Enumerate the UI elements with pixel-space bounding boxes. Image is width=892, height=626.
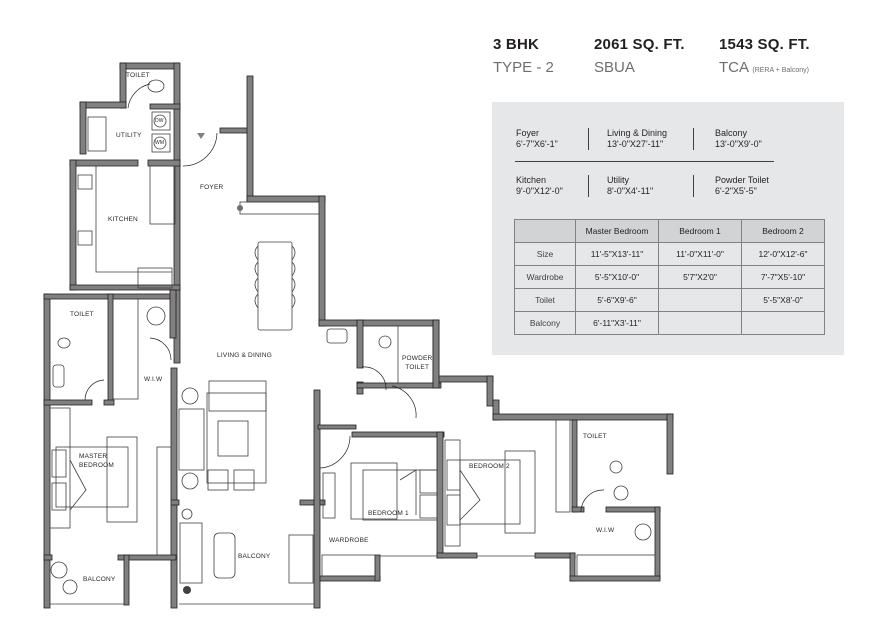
spec-size: 9'-0"X12'-0" <box>516 186 563 196</box>
col-bedroom1: Bedroom 1 <box>658 219 742 243</box>
table-row: Wardrobe 5'-5"X10'-0" 5'7"X2'0" 7'-7"X5'… <box>514 265 825 289</box>
label-bedroom1: BEDROOM 1 <box>368 510 409 517</box>
divider <box>693 128 694 150</box>
config-value: 3 BHK <box>493 36 540 53</box>
table-corner <box>514 219 576 243</box>
column-dot-icon <box>237 205 243 211</box>
table-row: Toilet 5'-6"X9'-6" 5'-5"X8'-0" <box>514 288 825 312</box>
label-bedroom2: BEDROOM 2 <box>469 463 510 470</box>
spec-living-dining: Living & Dining 13'-0"X27'-11" <box>607 128 667 150</box>
table-cell: 6'-11"X3'-11" <box>575 311 659 335</box>
spec-name: Balcony <box>715 128 748 138</box>
label-living-dining: LIVING & DINING <box>217 352 273 359</box>
table-cell <box>658 311 742 335</box>
col-bedroom2: Bedroom 2 <box>741 219 825 243</box>
walls <box>43 62 674 609</box>
sbua-label: SBUA <box>594 59 635 76</box>
table-cell: 11'-0"X11'-0" <box>658 242 742 266</box>
label-utility: UTILITY <box>116 132 142 139</box>
divider <box>588 175 589 197</box>
entry-arrow-icon <box>197 133 205 139</box>
table-row: Balcony 6'-11"X3'-11" <box>514 311 825 335</box>
room-size-table: Master Bedroom Bedroom 1 Bedroom 2 Size … <box>514 219 825 335</box>
label-wiw-b2: W.I.W <box>596 527 615 534</box>
row-label: Toilet <box>514 288 576 312</box>
tca-column: 1543 SQ. FT. TCA (RERA + Balcony) <box>719 36 810 76</box>
spec-size: 13'-0"X9'-0" <box>715 139 762 149</box>
label-powder-line2: TOILET <box>405 364 430 371</box>
spec-size: 6'-2"X5'-5" <box>715 186 757 196</box>
table-cell <box>658 288 742 312</box>
unit-header: 3 BHK TYPE - 2 2061 SQ. FT. SBUA 1543 SQ… <box>493 36 853 86</box>
label-toilet-b2: TOILET <box>583 433 607 440</box>
spec-foyer: Foyer 6'-7"X6'-1" <box>516 128 558 150</box>
label-master-line1: MASTER <box>79 453 108 460</box>
label-master-bedroom: MASTER BEDROOM <box>79 452 114 470</box>
doors <box>84 83 605 513</box>
spec-balcony: Balcony 13'-0"X9'-0" <box>715 128 762 150</box>
tca-note: (RERA + Balcony) <box>752 67 809 74</box>
table-cell: 5'-6"X9'-6" <box>575 288 659 312</box>
table-row: Size 11'-5"X13'-11" 11'-0"X11'-0" 12'-0"… <box>514 242 825 266</box>
spec-powder-toilet: Powder Toilet 6'-2"X5'-5" <box>715 175 769 197</box>
spec-size: 13'-0"X27'-11" <box>607 139 664 149</box>
tca-label: TCA <box>719 59 749 76</box>
table-cell: 5'-5"X8'-0" <box>741 288 825 312</box>
label-kitchen: KITCHEN <box>108 216 138 223</box>
table-cell: 5'-5"X10'-0" <box>575 265 659 289</box>
label-wiw-master: W.I.W <box>144 376 163 383</box>
label-powder-toilet: POWDER TOILET <box>402 354 432 372</box>
sbua-column: 2061 SQ. FT. SBUA <box>594 36 685 76</box>
spec-name: Powder Toilet <box>715 175 769 185</box>
table-cell: 11'-5"X13'-11" <box>575 242 659 266</box>
label-balcony-living: BALCONY <box>238 553 271 560</box>
label-wardrobe: WARDROBE <box>329 537 369 544</box>
label-wm: WM <box>155 140 165 146</box>
label-foyer: FOYER <box>200 184 224 191</box>
col-master-bedroom: Master Bedroom <box>575 219 659 243</box>
table-header-row: Master Bedroom Bedroom 1 Bedroom 2 <box>514 219 825 243</box>
spec-size: 6'-7"X6'-1" <box>516 139 558 149</box>
label-powder-line1: POWDER <box>402 355 433 362</box>
label-toilet-top: TOILET <box>126 72 150 79</box>
divider <box>588 128 589 150</box>
spec-kitchen: Kitchen 9'-0"X12'-0" <box>516 175 563 197</box>
label-toilet-master: TOILET <box>70 311 94 318</box>
spec-size: 8'-0"X4'-11" <box>607 186 654 196</box>
tca-label-row: TCA (RERA + Balcony) <box>719 59 810 76</box>
spec-name: Kitchen <box>516 175 547 185</box>
row-label: Size <box>514 242 576 266</box>
label-master-line2: BEDROOM <box>79 462 114 469</box>
plant-icon <box>183 586 191 594</box>
table-cell: 7'-7"X5'-10" <box>741 265 825 289</box>
divider <box>693 175 694 197</box>
label-balcony-master: BALCONY <box>83 576 116 583</box>
spec-utility: Utility 8'-0"X4'-11" <box>607 175 653 197</box>
divider <box>515 161 774 162</box>
spec-name: Living & Dining <box>607 128 668 138</box>
spec-name: Utility <box>607 175 629 185</box>
label-dw: DW <box>155 118 164 124</box>
spec-name: Foyer <box>516 128 540 138</box>
type-value: TYPE - 2 <box>493 59 554 76</box>
table-cell: 12'-0"X12'-6" <box>741 242 825 266</box>
row-label: Balcony <box>514 311 576 335</box>
row-label: Wardrobe <box>514 265 576 289</box>
table-cell: 5'7"X2'0" <box>658 265 742 289</box>
sbua-value: 2061 SQ. FT. <box>594 36 685 53</box>
table-cell <box>741 311 825 335</box>
config-column: 3 BHK TYPE - 2 <box>493 36 554 76</box>
fixtures <box>49 79 656 605</box>
tca-value: 1543 SQ. FT. <box>719 36 810 53</box>
